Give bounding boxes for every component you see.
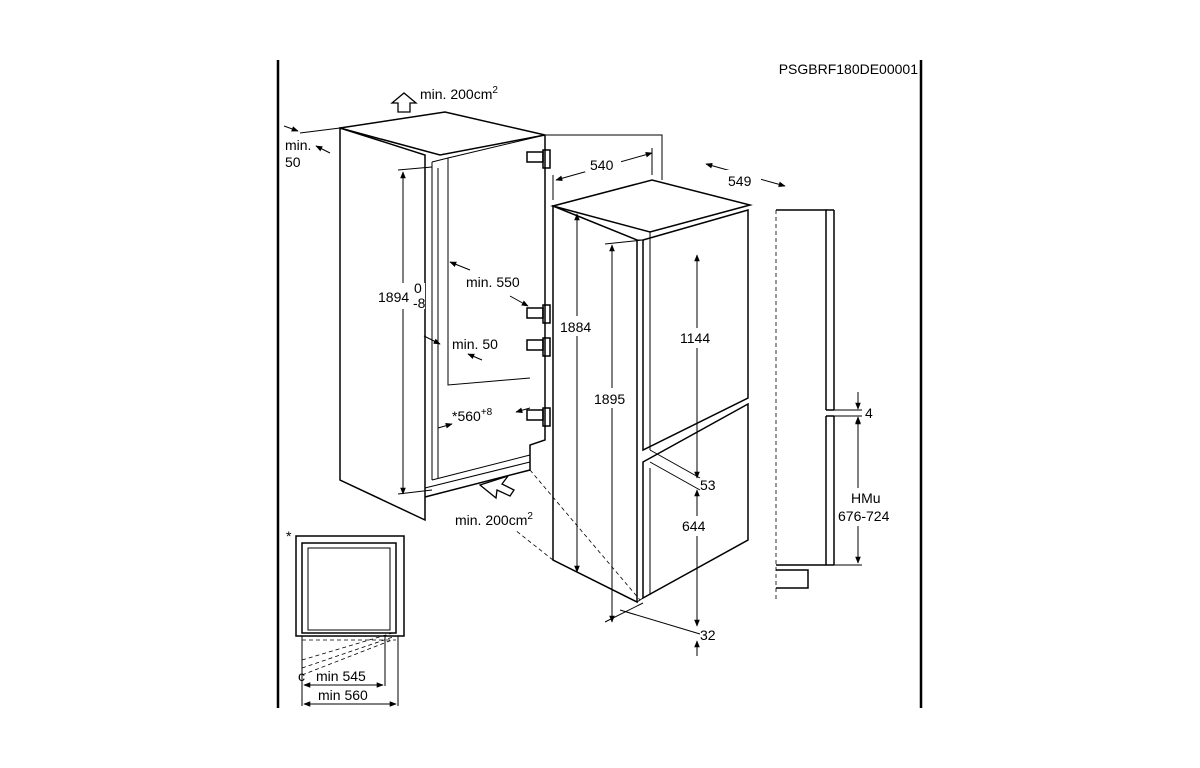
inset-560-label: min 560 [318, 687, 368, 703]
niche-height-value: 1894 [378, 289, 409, 305]
depth-min-arrow-1 [449, 261, 471, 271]
inset-asterisk: * [286, 528, 292, 544]
side-gap-arrow-1 [283, 125, 299, 132]
lower-door-bg [680, 516, 714, 536]
niche-width-arrow-2 [515, 407, 531, 413]
niche-floor-projection [529, 469, 641, 601]
width-bg [585, 154, 621, 172]
side-gap-line1: min. [285, 137, 311, 153]
clearance-label: 4 [865, 405, 873, 421]
vent-top-label: min. 200cm2 [420, 85, 498, 102]
niche-top-inner [447, 134, 546, 159]
appliance-rear-bracket [545, 134, 663, 180]
niche-height-ext-bottom [397, 489, 433, 495]
inset-door-swing-1 [301, 631, 397, 661]
niche-inner-opening [431, 157, 531, 386]
door-total-label: 1895 [594, 391, 625, 407]
hinge-2 [526, 307, 544, 319]
hinge-1 [526, 151, 544, 163]
appliance-base [636, 597, 644, 603]
niche-plinth-line [424, 461, 531, 489]
inner-gap-arrow-2 [467, 353, 483, 361]
niche-top-panel [339, 111, 546, 156]
vent-bottom-arrow-icon [478, 474, 515, 500]
bottom-leader [619, 609, 701, 635]
height-bg [558, 316, 598, 336]
niche-width-arrow-1 [437, 423, 453, 429]
niche-width-label: *560+8 [452, 407, 493, 424]
depth-min-label: min. 550 [466, 274, 520, 290]
niche-hinges [526, 149, 551, 427]
inner-gap-arrow-1 [423, 335, 441, 345]
lower-door-label: 644 [682, 518, 706, 534]
depth-bg [725, 170, 761, 188]
upper-door [642, 209, 749, 452]
vent-top-arrow-icon [390, 92, 418, 113]
hmu-label: HMu [851, 490, 881, 506]
niche-inner-bottom [431, 454, 531, 481]
inset-inner [301, 542, 397, 634]
width-label: 540 [590, 157, 614, 173]
hinge-3 [526, 339, 544, 351]
side-gap-line2: 50 [285, 154, 301, 170]
inset-outer [295, 535, 405, 637]
hmu-range: 676-724 [838, 508, 890, 524]
niche-left-panel [339, 126, 426, 522]
furniture-door-profile [775, 209, 835, 600]
diagram-code: PSGBRF180DE00001 [779, 61, 919, 77]
door-total-ext-bottom [604, 602, 644, 623]
niche-height-ext-top [397, 166, 433, 171]
hmu-bg [836, 488, 906, 526]
gap-leader-2 [649, 449, 701, 479]
gap-label: 53 [700, 477, 716, 493]
height-label: 1884 [560, 319, 591, 335]
door-total-ext-top [604, 239, 644, 245]
niche-height-tol-lower: -8 [413, 295, 426, 311]
furniture-plinth [776, 569, 809, 589]
appliance-top [550, 179, 753, 233]
inset-corner-mark: c [298, 668, 305, 684]
upper-door-label: 1144 [680, 330, 710, 346]
inset-545-label: min 545 [316, 668, 366, 684]
hinge-4 [526, 409, 544, 421]
door-total-bg [592, 388, 632, 408]
appliance-body [514, 134, 753, 604]
upper-door-bg [677, 328, 717, 348]
inset-door-swing-3 [301, 639, 393, 676]
depth-min-arrow-2 [509, 295, 529, 307]
depth-label: 549 [728, 173, 752, 189]
gap-leader-1 [649, 461, 701, 491]
inset-door-swing-2 [301, 635, 397, 669]
side-gap-arrow-2 [315, 145, 331, 154]
inset-cavity [307, 547, 391, 631]
inner-gap-label: min. 50 [452, 336, 498, 352]
niche-height-tol-upper: 0 [414, 280, 422, 296]
niche-height-bg [375, 283, 425, 309]
lower-door [642, 402, 749, 600]
wall-line [299, 127, 341, 134]
furniture-upper-door [776, 209, 827, 410]
inset-top-view: * c min 545 min 560 [286, 528, 405, 707]
bottom-offset-label: 32 [700, 627, 716, 643]
appliance-floor-dash [514, 529, 554, 561]
vent-bottom-label: min. 200cm2 [455, 511, 533, 528]
